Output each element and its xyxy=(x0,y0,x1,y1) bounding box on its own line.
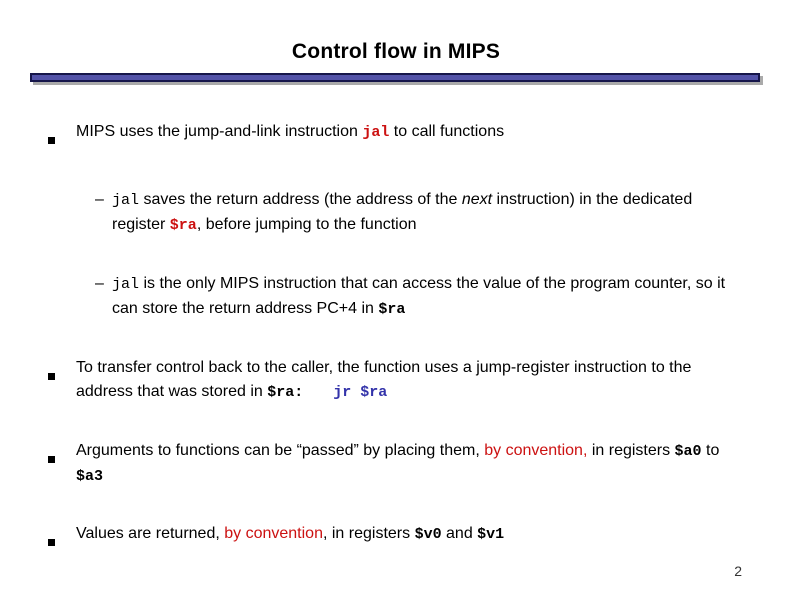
bullet-text: Arguments to functions can be “passed” b… xyxy=(76,439,736,489)
text-run: To transfer control back to the caller, … xyxy=(76,359,692,400)
bullet-text: jal saves the return address (the addres… xyxy=(112,188,730,238)
text-run-italic: next xyxy=(461,191,493,208)
slide-body: MIPS uses the jump-and-link instruction … xyxy=(48,120,792,554)
bullet-arguments: Arguments to functions can be “passed” b… xyxy=(48,439,792,489)
subbullet-jal-saves: – jal saves the return address (the addr… xyxy=(95,188,792,238)
text-run: MIPS uses the jump-and-link instruction xyxy=(76,123,363,140)
page-title: Control flow in MIPS xyxy=(291,40,501,63)
text-run: and xyxy=(441,525,478,542)
code-jal: jal xyxy=(112,192,140,209)
text-run: Arguments to functions can be “passed” b… xyxy=(76,442,485,459)
text-run: instruction) in the dedicated register xyxy=(112,191,693,233)
text-run-red: by convention, xyxy=(484,442,588,459)
text-run: in registers xyxy=(587,442,675,459)
square-bullet-icon xyxy=(48,373,55,380)
bullet-return-values: Values are returned, by convention, in r… xyxy=(48,522,792,554)
text-run-red: by convention xyxy=(224,525,323,542)
bullet-marker xyxy=(48,120,76,152)
bullet-text: jal is the only MIPS instruction that ca… xyxy=(112,272,730,322)
code-jal: jal xyxy=(362,124,390,141)
text-run: Values are returned, xyxy=(76,525,225,542)
square-bullet-icon xyxy=(48,137,55,144)
bullet-text: Values are returned, by convention, in r… xyxy=(76,522,504,547)
bullet-marker xyxy=(48,439,76,471)
text-run: is the only MIPS instruction that can ac… xyxy=(112,275,726,317)
text-run: to call functions xyxy=(389,123,505,140)
bullet-jal-intro: MIPS uses the jump-and-link instruction … xyxy=(48,120,792,152)
title-divider-bar xyxy=(30,73,760,82)
text-run: saves the return address (the address of… xyxy=(139,191,462,208)
page-number: 2 xyxy=(734,563,742,579)
code-ra: $ra xyxy=(378,301,406,318)
bullet-marker xyxy=(48,356,76,388)
code-jr-ra: jr $ra xyxy=(333,384,388,401)
dash-bullet-icon: – xyxy=(95,191,104,208)
square-bullet-icon xyxy=(48,539,55,546)
code-jal: jal xyxy=(112,276,140,293)
code-ra: $ra xyxy=(169,217,197,234)
bullet-transfer-control: To transfer control back to the caller, … xyxy=(48,356,792,405)
code-ra-colon: $ra: xyxy=(267,384,304,401)
code-a3: $a3 xyxy=(76,468,104,485)
bullet-marker xyxy=(48,522,76,554)
square-bullet-icon xyxy=(48,456,55,463)
code-v1: $v1 xyxy=(477,526,505,543)
dash-bullet-icon: – xyxy=(95,275,104,292)
text-run: , before jumping to the function xyxy=(196,216,417,233)
text-run: to xyxy=(701,442,720,459)
code-v0: $v0 xyxy=(414,526,442,543)
bullet-text: To transfer control back to the caller, … xyxy=(76,356,736,405)
subbullet-jal-pc: – jal is the only MIPS instruction that … xyxy=(95,272,792,322)
bullet-text: MIPS uses the jump-and-link instruction … xyxy=(76,120,504,145)
code-a0: $a0 xyxy=(674,443,702,460)
text-run: , in registers xyxy=(322,525,415,542)
